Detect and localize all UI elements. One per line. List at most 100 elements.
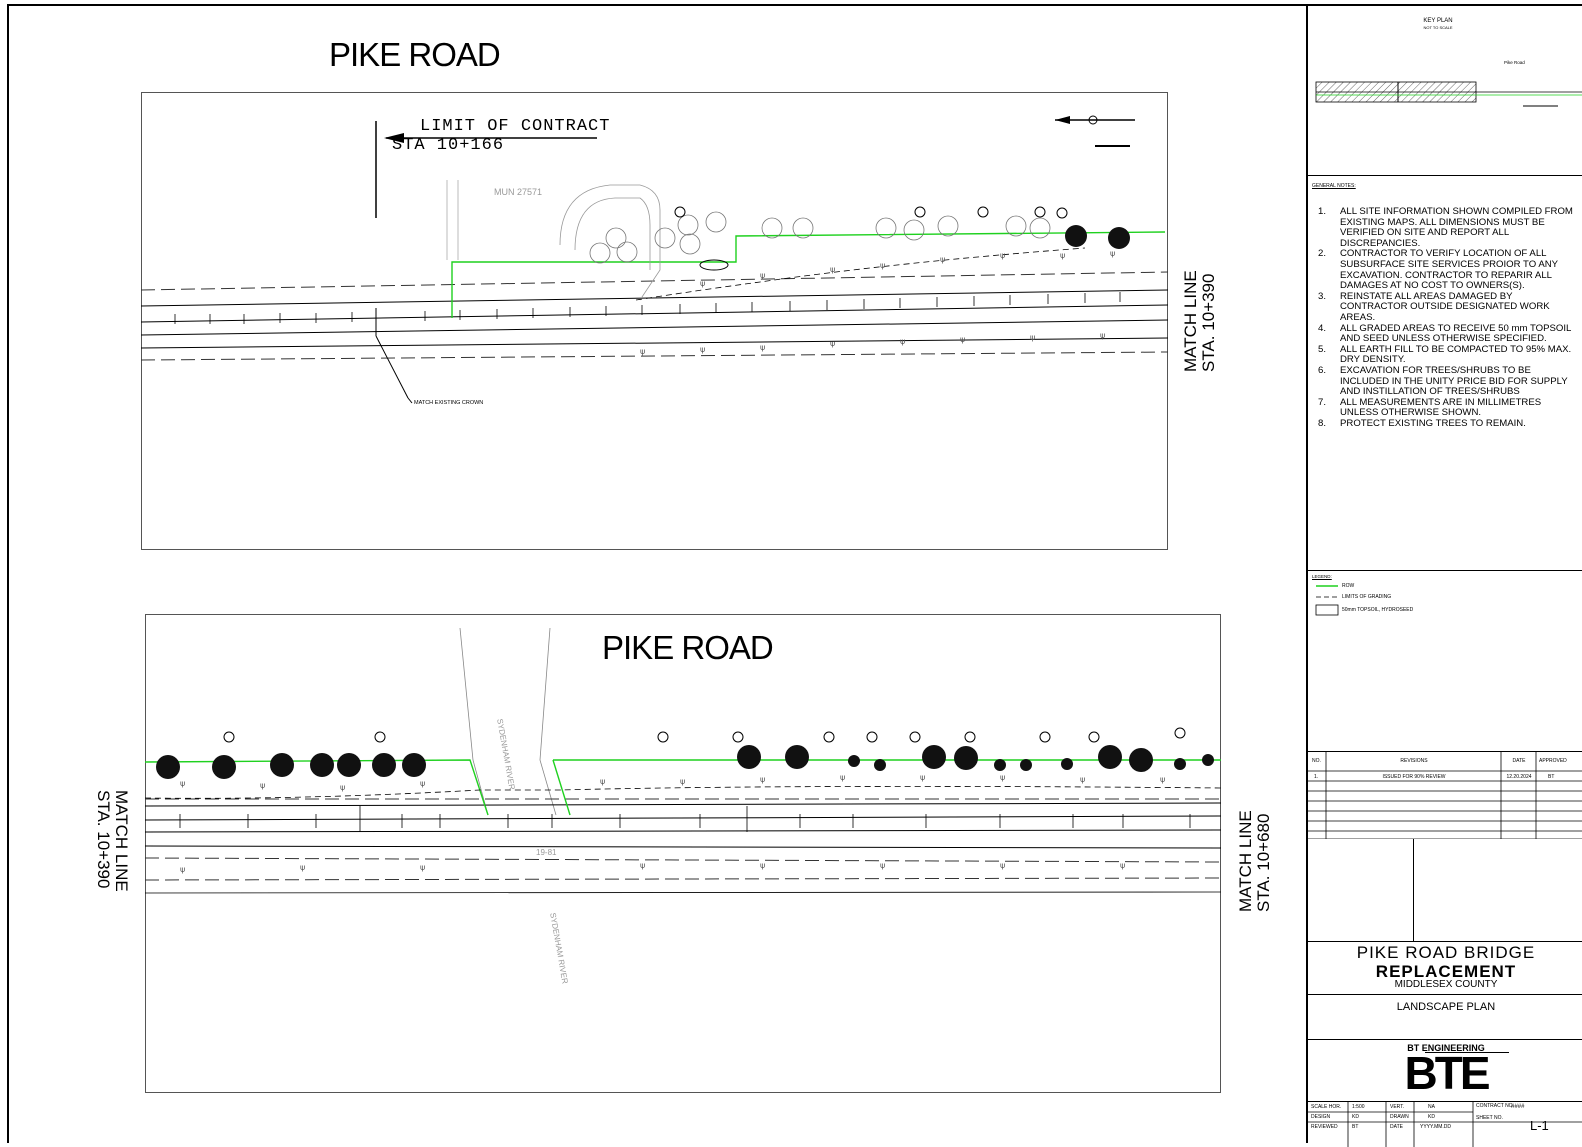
divider xyxy=(1308,994,1582,995)
bottom-plan-title: PIKE ROAD xyxy=(602,629,774,666)
svg-text:ψ: ψ xyxy=(760,343,765,352)
svg-text:ψ: ψ xyxy=(180,779,185,788)
divider xyxy=(1308,751,1582,752)
drawing-sheet xyxy=(7,4,1582,1143)
svg-text:ψ: ψ xyxy=(1160,775,1165,784)
svg-text:ψ: ψ xyxy=(1100,331,1105,340)
revisions-table: NO. REVISIONS DATE APPROVED 1. ISSUED FO… xyxy=(1308,751,1582,839)
contract-value: #### xyxy=(1511,1104,1525,1110)
note-item: 5.ALL EARTH FILL TO BE COMPACTED TO 95% … xyxy=(1318,343,1572,366)
dimension-label: 19-81 xyxy=(536,848,557,857)
svg-text:ψ: ψ xyxy=(1080,775,1085,784)
svg-text:ψ: ψ xyxy=(920,773,925,782)
note-item: 8.PROTECT EXISTING TREES TO REMAIN. xyxy=(1318,417,1526,429)
rev-header-revisions: REVISIONS xyxy=(1400,758,1428,764)
info-grid xyxy=(1308,1101,1582,1147)
rev-no: 1. xyxy=(1314,774,1319,780)
svg-text:ψ: ψ xyxy=(700,279,705,288)
note-item: 6.EXCAVATION FOR TREES/SHRUBS TO BE INCL… xyxy=(1318,364,1568,398)
divider xyxy=(1308,1039,1582,1040)
vert-value: NA xyxy=(1428,1104,1435,1110)
svg-text:ψ: ψ xyxy=(830,265,835,274)
match-line-label: MATCH LINE xyxy=(1236,810,1255,912)
note-item: 4.ALL GRADED AREAS TO RECEIVE 50 mm TOPS… xyxy=(1318,322,1572,345)
svg-text:ψ: ψ xyxy=(1110,249,1115,258)
top-plan-viewport xyxy=(141,92,1168,550)
svg-text:ψ: ψ xyxy=(900,337,905,346)
svg-text:ψ: ψ xyxy=(1120,861,1125,870)
rev-approved: BT xyxy=(1548,774,1555,780)
project-title-line-2: REPLACEMENT xyxy=(1375,962,1517,981)
svg-text:ψ: ψ xyxy=(640,861,645,870)
key-plan-title: KEY PLAN xyxy=(1423,18,1453,24)
rev-header-date: DATE xyxy=(1512,758,1526,764)
top-plan-title: PIKE ROAD xyxy=(329,36,501,73)
county-label: MIDDLESEX COUNTY xyxy=(1394,979,1498,990)
reviewed-value: BT xyxy=(1352,1124,1359,1130)
note-item: 2.CONTRACTOR TO VERIFY LOCATION OF ALL S… xyxy=(1318,248,1558,292)
svg-text:ψ: ψ xyxy=(180,865,185,874)
drawn-label: DRAWN xyxy=(1390,1114,1409,1120)
drawing-title: LANDSCAPE PLAN xyxy=(1396,1001,1496,1013)
svg-text:ψ: ψ xyxy=(830,339,835,348)
title-block: KEY PLAN NOT TO SCALE Pike Road GENERAL … xyxy=(1306,4,1582,1147)
legend-grading-label: LIMITS OF GRADING xyxy=(1342,594,1392,600)
svg-text:ψ: ψ xyxy=(760,271,765,280)
logo-rule xyxy=(1425,1052,1509,1053)
drawn-value: KD xyxy=(1428,1114,1435,1120)
note-item: 3.REINSTATE ALL AREAS DAMAGED BY CONTRAC… xyxy=(1318,290,1550,323)
match-line-station: STA. 10+680 xyxy=(1254,813,1273,912)
legend-row-label: ROW xyxy=(1342,583,1355,589)
company-logo: BTE xyxy=(1404,1047,1491,1099)
svg-text:ψ: ψ xyxy=(1000,861,1005,870)
divider xyxy=(1308,941,1582,942)
seal-box-divider xyxy=(1413,839,1414,941)
legend-symbols xyxy=(1315,585,1339,616)
svg-text:ψ: ψ xyxy=(1060,251,1065,260)
design-value: KD xyxy=(1352,1114,1359,1120)
revisions-grid xyxy=(1308,751,1582,839)
key-plan-map xyxy=(1315,81,1582,107)
bottom-match-line-right: MATCH LINE STA. 10+680 xyxy=(1236,810,1273,912)
svg-text:ψ: ψ xyxy=(880,261,885,270)
rev-header-no: NO. xyxy=(1312,758,1321,764)
limit-of-contract-label: LIMIT OF CONTRACT xyxy=(420,117,611,136)
legend-topsoil-label: 50mm TOPSOIL, HYDROSEED xyxy=(1342,607,1414,613)
svg-text:ψ: ψ xyxy=(1000,251,1005,260)
svg-text:ψ: ψ xyxy=(760,775,765,784)
divider xyxy=(1308,175,1582,176)
svg-text:ψ: ψ xyxy=(260,781,265,790)
general-notes-heading: GENERAL NOTES: xyxy=(1312,183,1356,189)
company-name: BT ENGINEERING xyxy=(1407,1043,1485,1053)
rev-text: ISSUED FOR 90% REVIEW xyxy=(1382,774,1446,780)
rev-date: 12.20.2024 xyxy=(1506,774,1532,780)
rev-header-approved: APPROVED xyxy=(1539,758,1567,764)
divider xyxy=(1308,570,1582,571)
general-notes-list: 1.ALL SITE INFORMATION SHOWN COMPILED FR… xyxy=(1316,206,1578,429)
property-label: MUN 27571 xyxy=(494,187,543,197)
svg-text:ψ: ψ xyxy=(640,347,645,356)
limit-of-contract-station: STA 10+166 xyxy=(392,136,505,155)
bottom-match-line-left: MATCH LINE STA. 10+390 xyxy=(94,790,131,892)
key-plan-road-label: Pike Road xyxy=(1504,60,1525,65)
sheet-label: SHEET NO. xyxy=(1476,1115,1503,1121)
match-existing-crown-label: MATCH EXISTING CROWN xyxy=(414,400,484,406)
match-line-station: STA. 10+390 xyxy=(94,790,113,889)
date-label: DATE xyxy=(1390,1124,1403,1130)
note-item: 7.ALL MEASUREMENTS ARE IN MILLIMETRES UN… xyxy=(1318,396,1542,419)
match-line-label: MATCH LINE xyxy=(112,790,131,892)
reviewed-label: REVIEWED xyxy=(1311,1124,1338,1130)
scale-hor-label: SCALE HOR. xyxy=(1311,1104,1342,1110)
project-title-line-1: PIKE ROAD BRIDGE xyxy=(1356,943,1536,962)
divider xyxy=(1308,1101,1582,1102)
svg-text:ψ: ψ xyxy=(840,773,845,782)
note-item: 1.ALL SITE INFORMATION SHOWN COMPILED FR… xyxy=(1318,206,1573,249)
legend-heading: LEGEND: xyxy=(1312,574,1332,579)
date-value: YYYY.MM.DD xyxy=(1420,1124,1452,1130)
svg-text:ψ: ψ xyxy=(1030,333,1035,342)
svg-text:ψ: ψ xyxy=(420,779,425,788)
contract-label: CONTRACT NO. xyxy=(1476,1103,1514,1109)
svg-text:ψ: ψ xyxy=(940,255,945,264)
